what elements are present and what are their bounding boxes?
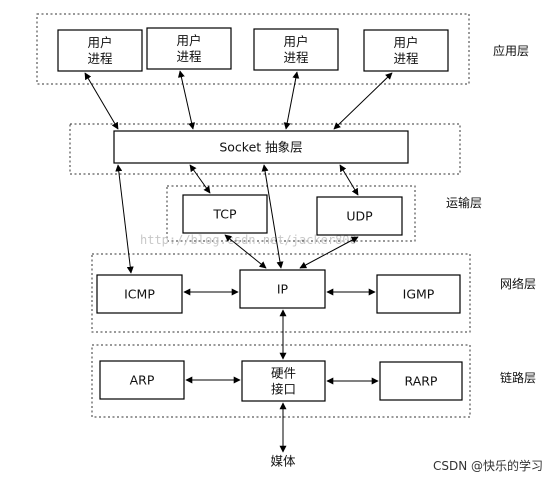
media-label-1: 媒体 xyxy=(270,454,296,469)
user2-label-2: 进程 xyxy=(176,49,202,64)
edge-tcp-ip xyxy=(224,234,267,269)
application-layer-region xyxy=(36,13,470,85)
transport-layer-label: 运输层 xyxy=(446,195,482,210)
edge-socket-udp xyxy=(339,164,359,196)
arp-label-1: ARP xyxy=(130,373,155,388)
edge-user4-socket xyxy=(333,72,393,130)
udp-box: UDP xyxy=(316,196,403,236)
icmp-box: ICMP xyxy=(96,274,183,314)
footer-brand: CSDN @快乐的学习 xyxy=(433,458,543,473)
media-label: 媒体 xyxy=(270,454,296,469)
icmp-label-1: ICMP xyxy=(124,287,155,302)
edge-user1-socket xyxy=(84,72,119,130)
ip-box: IP xyxy=(239,269,326,309)
igmp-box: IGMP xyxy=(376,274,461,314)
user4-label-2: 进程 xyxy=(393,51,419,66)
rarp-label-1: RARP xyxy=(405,374,438,389)
hw-label-2: 接口 xyxy=(271,382,296,397)
edge-udp-ip xyxy=(299,236,359,269)
udp-label-1: UDP xyxy=(346,209,373,224)
edge-socket-icmp xyxy=(115,164,134,274)
hw-label-1: 硬件 xyxy=(271,366,296,381)
ip-label-1: IP xyxy=(277,282,289,297)
socket-label-1: Socket 抽象层 xyxy=(219,140,302,155)
arp-box: ARP xyxy=(99,360,185,400)
user2-label-1: 用户 xyxy=(176,33,201,48)
network-layer-label: 网络层 xyxy=(500,276,536,291)
igmp-label-1: IGMP xyxy=(403,287,435,302)
transport-layer-region xyxy=(166,185,416,242)
application-layer-label: 应用层 xyxy=(493,43,529,58)
tcp-label-1: TCP xyxy=(212,207,237,222)
socket-abstraction-box: Socket 抽象层 xyxy=(113,130,409,164)
user3-label-2: 进程 xyxy=(283,50,309,65)
tcp-box: TCP xyxy=(182,194,268,234)
user3-label-1: 用户 xyxy=(283,34,308,49)
user4-label-1: 用户 xyxy=(393,35,418,50)
user1-label-1: 用户 xyxy=(87,35,112,50)
rarp-box: RARP xyxy=(379,361,463,401)
link-layer-label: 链路层 xyxy=(500,370,536,385)
user1-label-2: 进程 xyxy=(87,51,113,66)
edge-user3-socket xyxy=(283,71,300,130)
edge-user2-socket xyxy=(177,70,196,130)
edge-socket-tcp xyxy=(189,164,211,194)
edge-socket-ip xyxy=(261,164,284,269)
